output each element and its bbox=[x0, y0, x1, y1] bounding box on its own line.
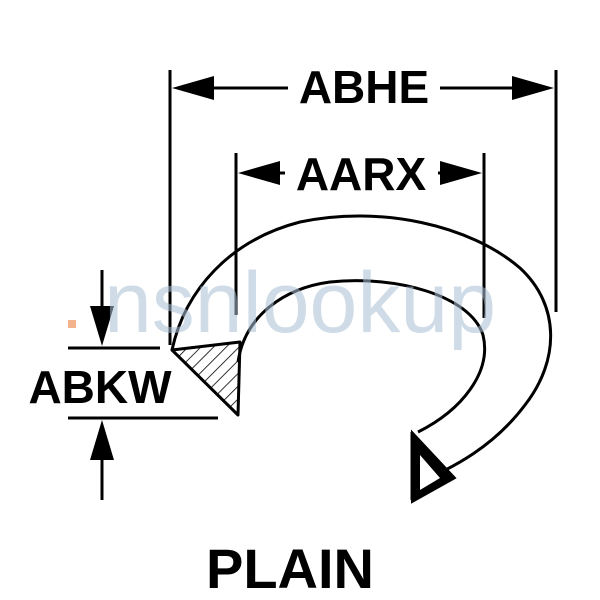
abkw-arrow-up bbox=[90, 420, 114, 460]
abhe-dimension bbox=[168, 70, 558, 345]
abkw-dimension bbox=[68, 270, 218, 500]
abhe-arrow-right bbox=[512, 76, 554, 100]
watermark-text: nsnlookup bbox=[104, 255, 496, 351]
cross-section-hatch bbox=[170, 340, 242, 417]
aarx-arrow-left bbox=[238, 161, 280, 185]
aarx-arrow-right bbox=[440, 161, 482, 185]
aarx-label: AARX bbox=[296, 148, 427, 200]
ring-end-highlight bbox=[420, 455, 440, 490]
abkw-label: ABKW bbox=[28, 361, 172, 413]
abhe-arrow-left bbox=[172, 76, 214, 100]
caption-plain: PLAIN bbox=[206, 537, 374, 600]
abhe-label: ABHE bbox=[299, 61, 429, 113]
ring-inner-edge bbox=[236, 279, 486, 434]
watermark-dot bbox=[68, 320, 76, 328]
abkw-arrow-down bbox=[90, 306, 114, 346]
